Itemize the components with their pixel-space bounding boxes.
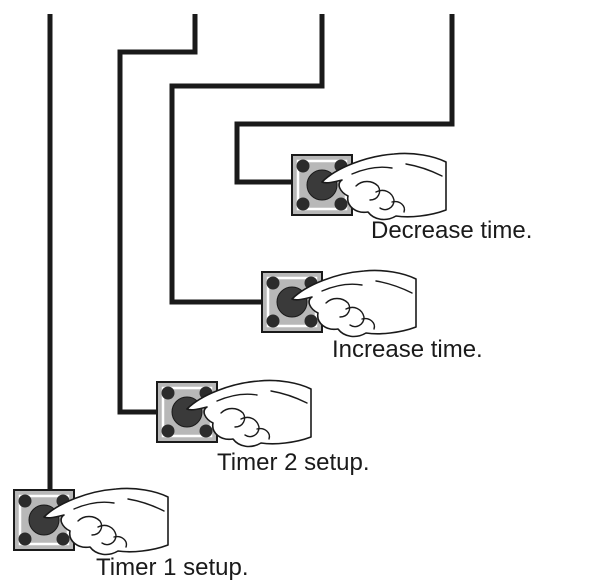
increase-time-label: Increase time. (332, 336, 483, 363)
wire-increase (169, 14, 325, 305)
wire-timer2 (117, 14, 198, 415)
decrease-time-button[interactable] (290, 152, 447, 221)
timer2-setup-button[interactable] (155, 379, 312, 448)
timer1-setup-label: Timer 1 setup. (96, 554, 249, 581)
decrease-time-label: Decrease time. (371, 217, 532, 244)
increase-time-button[interactable] (260, 269, 417, 338)
timer2-setup-label: Timer 2 setup. (217, 449, 370, 476)
wire-decrease (234, 14, 455, 185)
timer1-setup-button[interactable] (12, 487, 169, 556)
